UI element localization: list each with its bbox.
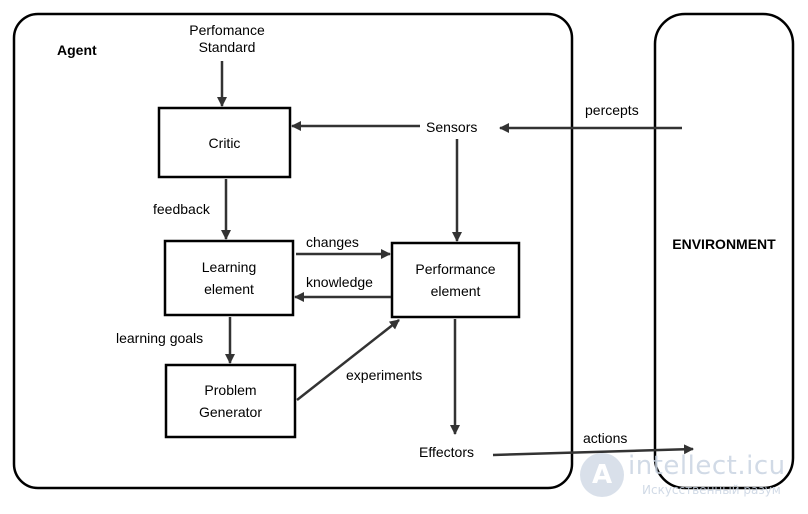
environment-label: ENVIRONMENT: [672, 236, 776, 252]
problem-generator-line-1: Problem: [204, 382, 257, 398]
performance-element-line-1: Performance: [415, 261, 496, 277]
watermark-logo-letter: A: [591, 460, 613, 490]
arrow-problem-generator-to-performance: [296, 319, 400, 401]
critic-text: Critic: [208, 134, 241, 151]
actions-label: actions: [583, 430, 628, 446]
learning-goals-label: learning goals: [116, 330, 204, 346]
knowledge-label: knowledge: [306, 274, 373, 290]
experiments-label: experiments: [346, 367, 423, 383]
sensors-label: Sensors: [426, 119, 478, 135]
percepts-label: percepts: [585, 102, 639, 118]
changes-label: changes: [306, 234, 359, 250]
arrow-effectors-to-environment: [492, 444, 694, 457]
learning-element-label: Learning element: [165, 241, 293, 315]
watermark-tagline: Искусственный разум: [642, 483, 781, 497]
performance-standard-line-2: Standard: [198, 39, 256, 55]
watermark-brand: intellect.icu: [628, 451, 786, 481]
problem-generator-box: [164, 363, 297, 439]
performance-element-label: Performance element: [392, 243, 519, 317]
problem-generator-label: Problem Generator: [166, 365, 295, 437]
learning-element-line-2: element: [204, 281, 254, 297]
learning-element-line-1: Learning: [201, 259, 257, 275]
learning-element-box: [163, 239, 295, 317]
performance-element-box: [390, 241, 521, 319]
performance-standard-line-1: Perfomance: [189, 22, 265, 38]
feedback-label: feedback: [153, 201, 210, 217]
critic-label: Critic: [159, 108, 290, 177]
agent-boundary: [12, 12, 574, 490]
watermark-logo-icon: A: [580, 453, 624, 497]
performance-element-line-2: element: [430, 283, 481, 299]
performance-standard-label: Perfomance Standard: [167, 22, 287, 56]
critic-box: [157, 106, 292, 179]
effectors-label: Effectors: [419, 444, 474, 460]
environment-boundary: [653, 12, 795, 490]
agent-label: Agent: [57, 42, 97, 58]
problem-generator-line-2: Generator: [198, 404, 263, 420]
